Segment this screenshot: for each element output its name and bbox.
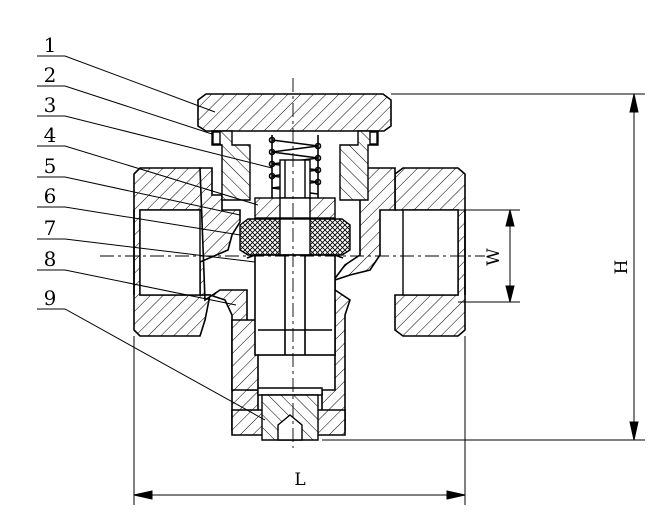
part-label: 6 [44,184,57,208]
part-label: 2 [44,63,57,87]
cap [197,93,392,132]
leader-lines [37,55,273,421]
part-label: 3 [44,93,57,117]
packing-seal [239,218,351,256]
drain-plug [257,387,323,441]
valve-disc [246,254,344,356]
height-dimension-label: H [612,260,632,275]
part-labels: 1 2 3 4 5 6 7 8 9 [44,33,57,310]
part-label: 1 [44,33,57,57]
bonnet [211,130,379,201]
part-label: 8 [44,247,57,271]
part-label: 9 [44,286,57,310]
dimension-lines [133,93,645,505]
nut [254,197,336,219]
part-label: 7 [44,216,57,240]
length-dimension-label: L [294,470,305,490]
part-label: 4 [44,123,57,147]
part-label: 5 [44,154,57,178]
center-lines [100,78,485,448]
width-dimension-label: W [484,248,504,266]
